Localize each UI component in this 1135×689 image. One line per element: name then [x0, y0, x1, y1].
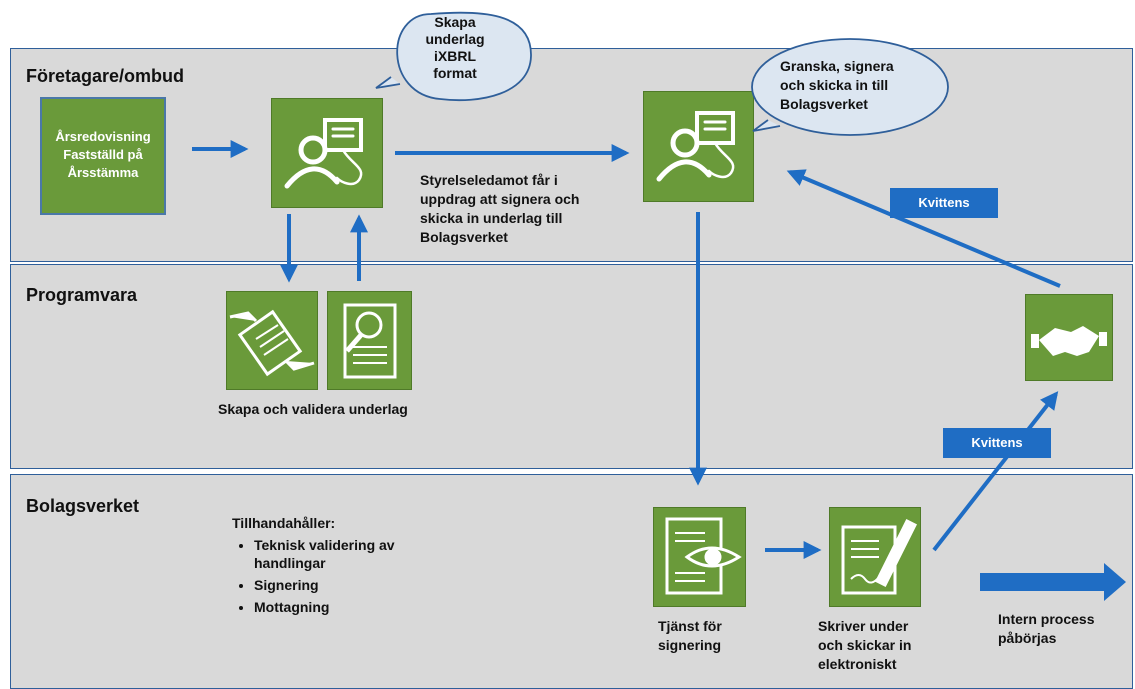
annual-report-label: Årsredovisning Fastställd på Årsstämma [40, 128, 166, 182]
bubble-review-shape [751, 38, 949, 136]
bubble-create-shape [375, 11, 532, 102]
board-member-line3: skicka in underlag till [420, 210, 563, 226]
intern-process-caption: Intern process påbörjas [998, 610, 1094, 648]
bubble-create-text: Skapa underlag iXBRL format [400, 14, 510, 82]
provides-item: Mottagning [254, 598, 442, 616]
user-presenting-icon [656, 111, 735, 182]
board-member-text: Styrelseledamot får i uppdrag att signer… [420, 171, 640, 247]
bubble-create-line3: iXBRL [434, 48, 476, 64]
board-member-line2: uppdrag att signera och [420, 191, 580, 207]
provides-list: Tillhandahåller: Teknisk validering av h… [232, 514, 442, 616]
annual-report-line3: Årsstämma [67, 165, 139, 180]
arrow-handshake-to-review [786, 169, 1061, 288]
bubble-create-line4: format [433, 65, 477, 81]
document-handover-tile [226, 291, 318, 390]
document-handover-icon [229, 309, 315, 377]
arrow-send-to-handshake [932, 391, 1059, 552]
software-caption: Skapa och validera underlag [218, 401, 408, 417]
sign-send-line3: elektroniskt [818, 656, 897, 672]
provides-item: Teknisk validering av handlingar [254, 536, 442, 572]
annual-report-box [40, 97, 166, 215]
bubble-create-line2: underlag [425, 31, 485, 47]
annual-report-line1: Årsredovisning [55, 129, 151, 144]
document-search-tile [327, 291, 412, 390]
intern-process-arrow [980, 563, 1126, 601]
document-eye-icon [665, 517, 742, 595]
bubble-review-line3: Bolagsverket [780, 96, 868, 112]
signing-service-line2: signering [658, 637, 722, 653]
user-presenting-icon [284, 118, 363, 189]
provides-heading: Tillhandahåller: [232, 515, 336, 531]
intern-process-line2: påbörjas [998, 630, 1057, 646]
board-member-line1: Styrelseledamot får i [420, 172, 558, 188]
sign-send-line1: Skriver under [818, 618, 909, 634]
bubble-review-text: Granska, signera och skicka in till Bola… [780, 57, 930, 114]
bubble-review-tail [752, 119, 781, 132]
lane-title-foretagare: Företagare/ombud [26, 66, 185, 86]
bubble-create-line1: Skapa [434, 14, 476, 30]
bubble-review-line1: Granska, signera [780, 58, 894, 74]
handshake-icon [1031, 326, 1107, 356]
receipt-label-top: Kvittens [890, 188, 998, 218]
document-search-icon [343, 303, 397, 379]
sign-send-caption: Skriver under och skickar in elektronisk… [818, 617, 911, 674]
annual-report-line2: Fastställd på [63, 147, 143, 162]
document-pen-icon [841, 518, 918, 595]
provides-items: Teknisk validering av handlingar Signeri… [232, 536, 442, 616]
receipt-label-bottom: Kvittens [943, 428, 1051, 458]
signing-service-line1: Tjänst för [658, 618, 722, 634]
lane-title-programvara: Programvara [26, 285, 138, 305]
sign-send-line2: och skickar in [818, 637, 912, 653]
provides-item: Signering [254, 576, 442, 594]
intern-process-line1: Intern process [998, 611, 1095, 627]
bubble-review-line2: och skicka in till [780, 77, 889, 93]
signing-service-caption: Tjänst för signering [658, 617, 722, 655]
lane-title-bolagsverket: Bolagsverket [26, 496, 140, 516]
board-member-line4: Bolagsverket [420, 229, 508, 245]
